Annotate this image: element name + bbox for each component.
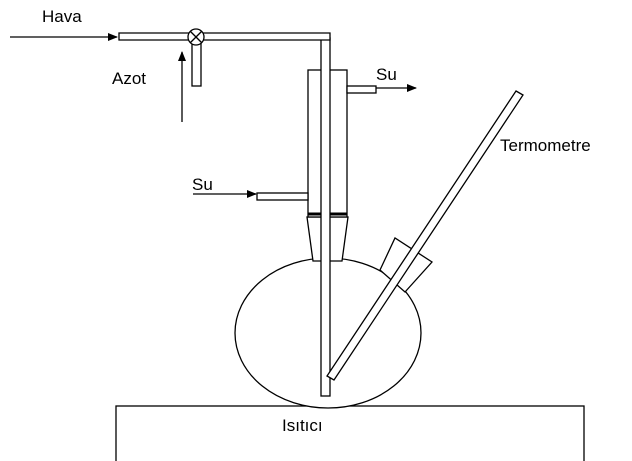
air-label: Hava bbox=[42, 7, 82, 26]
thermometer bbox=[326, 90, 524, 381]
thermometer-label: Termometre bbox=[500, 136, 591, 155]
water-out-label: Su bbox=[376, 65, 397, 84]
nitrogen-branch-tube bbox=[191, 39, 202, 87]
heater-label: Isıtıcı bbox=[282, 416, 323, 435]
water-outlet-tube bbox=[346, 85, 377, 94]
gas-inlet-tube bbox=[118, 32, 331, 41]
valve-cross-2 bbox=[189, 30, 203, 44]
water-in-label: Su bbox=[192, 175, 213, 194]
heater-block bbox=[115, 405, 585, 461]
water-inlet-tube bbox=[256, 192, 309, 201]
inner-gas-tube bbox=[320, 37, 331, 397]
nitrogen-label: Azot bbox=[112, 69, 146, 88]
